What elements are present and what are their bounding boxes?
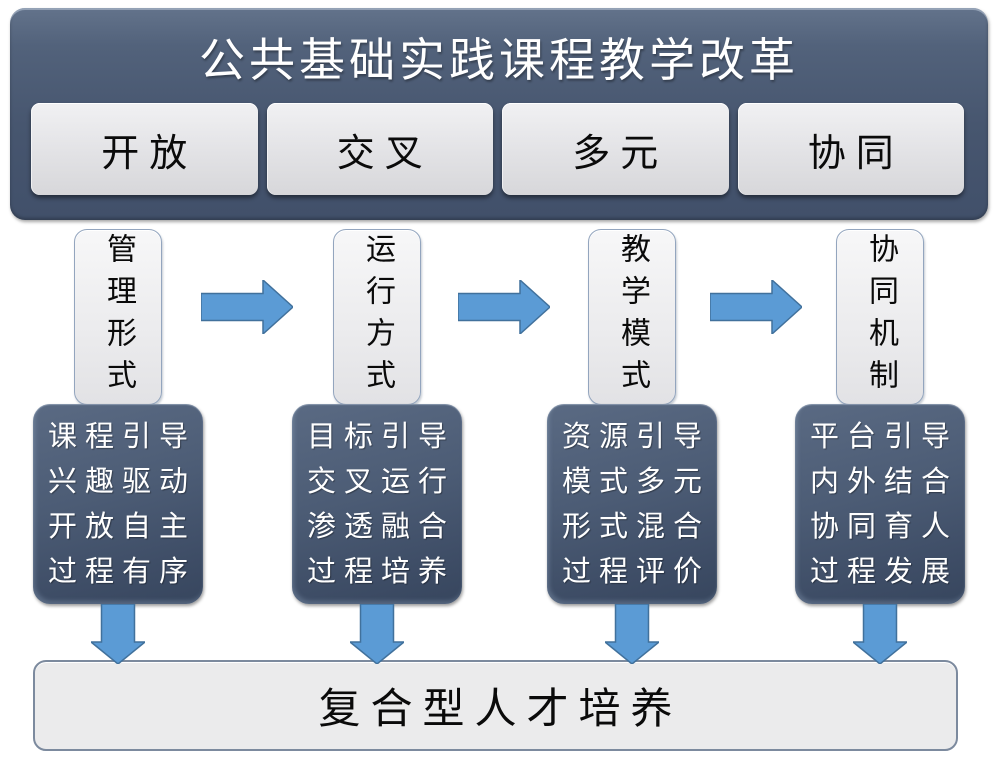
down-arrow-icon (91, 604, 145, 664)
principle-label: 开放 (101, 132, 198, 175)
details-box-teaching: 资源引导 模式多元 形式混合 过程评价 (547, 404, 717, 604)
detail-line: 目标引导 (306, 419, 455, 453)
principle-box-cross: 交叉 (266, 103, 493, 195)
down-arrow-icon (350, 604, 404, 664)
details-box-management: 课程引导 兴趣驱动 开放自主 过程有序 (33, 404, 203, 604)
detail-line: 形式混合 (561, 509, 710, 543)
detail-line: 开放自主 (47, 509, 196, 543)
principle-label: 协同 (807, 132, 904, 175)
category-label: 教学模式 (616, 233, 649, 401)
category-box-operation: 运行方式 (333, 229, 421, 405)
category-box-mechanism: 协同机制 (836, 229, 924, 405)
principle-box-collaborative: 协同 (737, 103, 964, 195)
principle-box-diverse: 多元 (502, 103, 729, 195)
category-label: 管理形式 (102, 233, 135, 401)
detail-line: 过程有序 (47, 554, 196, 588)
detail-line: 兴趣驱动 (47, 464, 196, 498)
header-panel: 公共基础实践课程教学改革 开放 交叉 多元 协同 (10, 8, 988, 220)
principle-box-open: 开放 (31, 103, 258, 195)
principles-row: 开放 交叉 多元 协同 (31, 103, 964, 195)
detail-line: 模式多元 (561, 464, 710, 498)
down-arrow-icon (853, 604, 907, 664)
right-arrow-icon (710, 280, 802, 334)
principle-label: 多元 (572, 132, 669, 175)
detail-line: 过程评价 (561, 554, 710, 588)
outcome-box: 复合型人才培养 (33, 660, 958, 751)
category-label: 运行方式 (361, 233, 394, 401)
principle-label: 交叉 (336, 132, 433, 175)
outcome-label: 复合型人才培养 (318, 685, 683, 732)
category-box-management: 管理形式 (74, 229, 162, 405)
detail-line: 过程发展 (809, 554, 958, 588)
category-label: 协同机制 (864, 233, 897, 401)
detail-line: 资源引导 (561, 419, 710, 453)
detail-line: 过程培养 (306, 554, 455, 588)
right-arrow-icon (458, 280, 550, 334)
down-arrow-icon (605, 604, 659, 664)
category-box-teaching: 教学模式 (588, 229, 676, 405)
detail-line: 内外结合 (809, 464, 958, 498)
detail-line: 协同育人 (809, 509, 958, 543)
detail-line: 交叉运行 (306, 464, 455, 498)
detail-line: 渗透融合 (306, 509, 455, 543)
details-box-operation: 目标引导 交叉运行 渗透融合 过程培养 (292, 404, 462, 604)
details-box-mechanism: 平台引导 内外结合 协同育人 过程发展 (795, 404, 965, 604)
diagram-title: 公共基础实践课程教学改革 (199, 34, 799, 86)
right-arrow-icon (201, 280, 293, 334)
detail-line: 平台引导 (809, 419, 958, 453)
detail-line: 课程引导 (47, 419, 196, 453)
